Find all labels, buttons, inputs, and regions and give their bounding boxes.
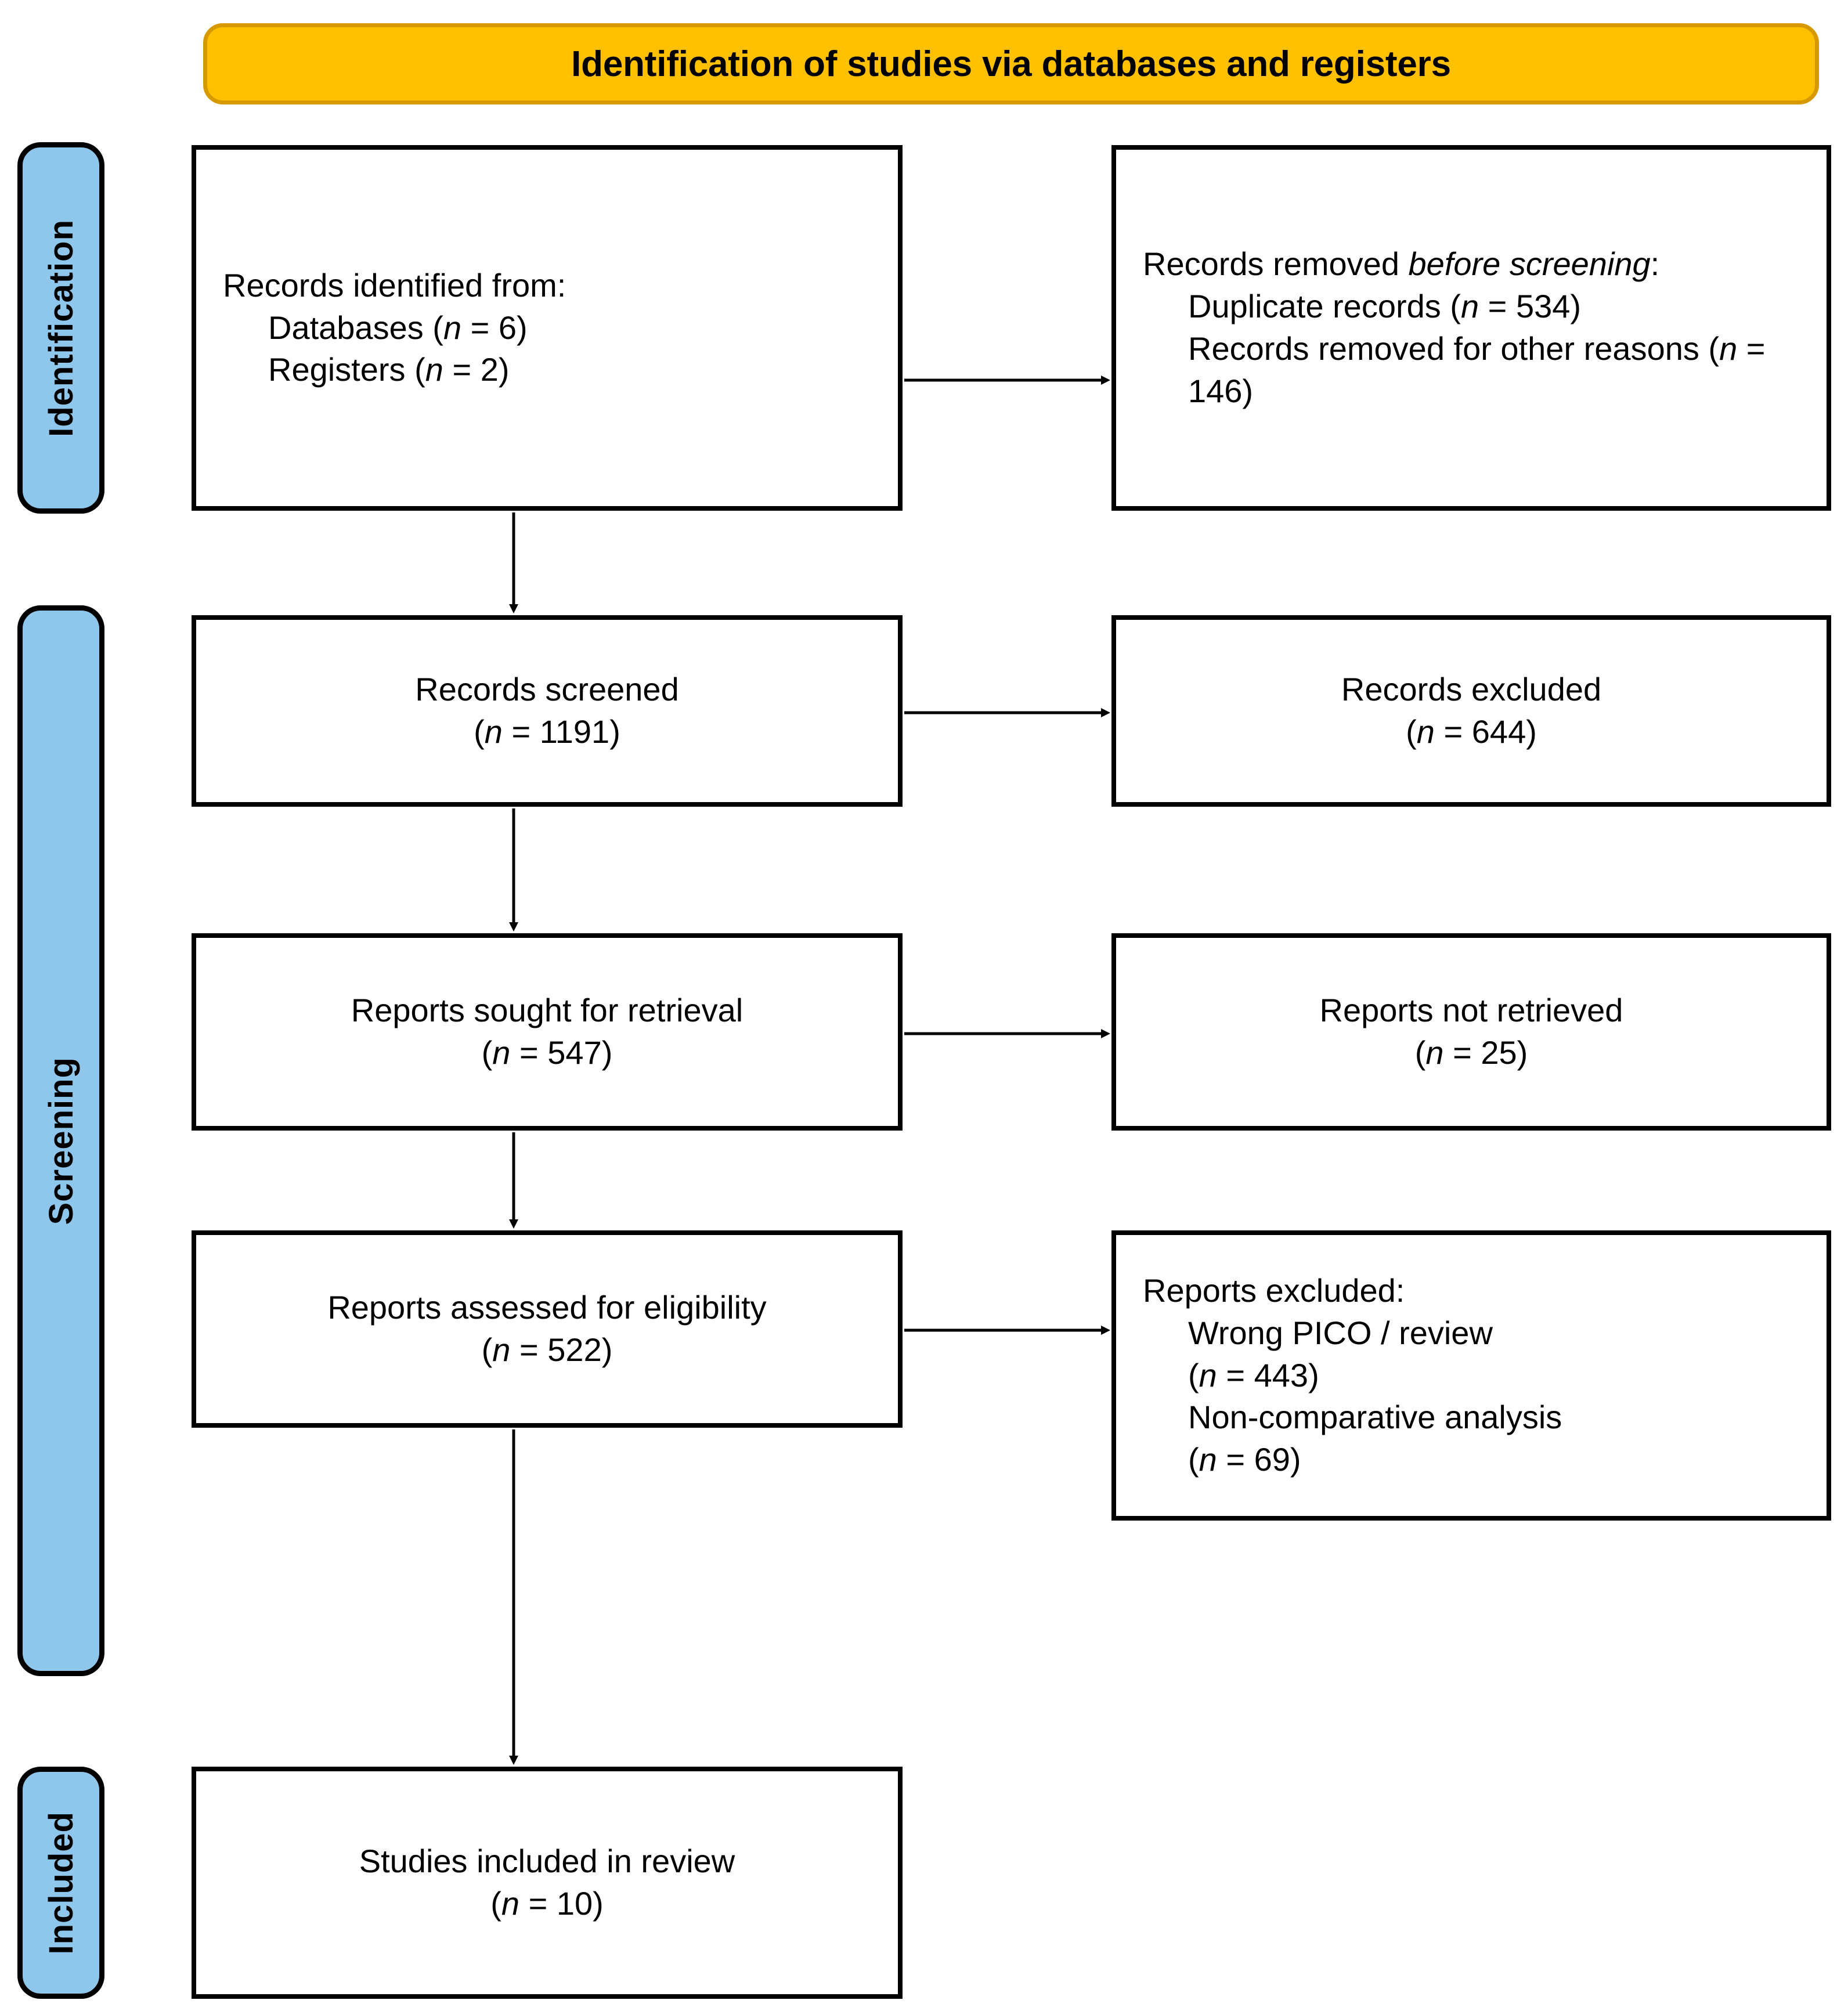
item-value: = 534) (1479, 288, 1582, 325)
count-value: = 69) (1217, 1441, 1301, 1478)
n-symbol: n (1416, 713, 1435, 750)
node-count: (n = 25) (1415, 1032, 1528, 1074)
node-heading: Reports excluded: (1143, 1272, 1405, 1309)
item-label: Registers ( (268, 351, 425, 388)
node-label: Records screened (415, 671, 679, 708)
node-item-non-comparative-count: (n = 69) (1143, 1439, 1301, 1481)
item-value: = 146) (1188, 330, 1766, 409)
node-reports-assessed-for-eligibility: Reports assessed for eligibility (n = 52… (192, 1230, 903, 1428)
count-value: = 1191) (502, 713, 620, 750)
heading-emphasis: before screening (1408, 245, 1651, 283)
n-symbol: n (443, 309, 462, 346)
paren-open: ( (481, 1331, 493, 1368)
node-count: (n = 10) (490, 1883, 604, 1925)
item-value: = 2) (443, 351, 510, 388)
node-reports-excluded: Reports excluded: Wrong PICO / review (n… (1111, 1230, 1831, 1521)
node-count: (n = 547) (482, 1032, 613, 1074)
node-item-registers: Registers (n = 2) (223, 349, 510, 391)
n-symbol: n (484, 713, 503, 750)
node-records-excluded: Records excluded (n = 644) (1111, 615, 1831, 807)
item-label: Databases ( (268, 309, 443, 346)
paren-open: ( (474, 713, 485, 750)
paren-open: ( (1406, 713, 1417, 750)
count-value: = 443) (1217, 1356, 1319, 1393)
node-label: Reports assessed for eligibility (327, 1289, 767, 1326)
n-symbol: n (1199, 1441, 1217, 1478)
count-value: = 522) (510, 1331, 613, 1368)
paren-open: ( (481, 1034, 493, 1071)
heading-prefix: Records removed (1143, 245, 1409, 283)
paren-open: ( (1188, 1441, 1199, 1478)
node-records-identified: Records identified from: Databases (n = … (192, 145, 903, 511)
node-heading: Records identified from: (223, 266, 566, 304)
node-reports-not-retrieved: Reports not retrieved (n = 25) (1111, 933, 1831, 1131)
n-symbol: n (1425, 1034, 1444, 1071)
node-count: (n = 644) (1406, 711, 1537, 753)
n-symbol: n (1719, 330, 1738, 367)
node-item-removed-other-reasons: Records removed for other reasons (n = 1… (1143, 328, 1813, 413)
diagram-banner: Identification of studies via databases … (203, 23, 1819, 104)
node-records-screened: Records screened (n = 1191) (192, 615, 903, 807)
node-records-removed-before-screening: Records removed before screening: Duplic… (1111, 145, 1831, 511)
n-symbol: n (492, 1331, 511, 1368)
item-label: Duplicate records ( (1188, 288, 1461, 325)
n-symbol: n (501, 1885, 520, 1922)
phase-tab-screening: Screening (17, 605, 104, 1676)
node-item-duplicate-records: Duplicate records (n = 534) (1143, 286, 1581, 328)
node-studies-included-in-review: Studies included in review (n = 10) (192, 1767, 903, 1999)
n-symbol: n (425, 351, 443, 388)
node-label: Records excluded (1341, 671, 1602, 708)
node-reports-sought-for-retrieval: Reports sought for retrieval (n = 547) (192, 933, 903, 1131)
count-value: = 644) (1434, 713, 1537, 750)
n-symbol: n (1460, 288, 1479, 325)
phase-label-screening: Screening (42, 1056, 80, 1225)
count-value: = 25) (1443, 1034, 1528, 1071)
node-label: Reports sought for retrieval (351, 992, 743, 1029)
node-count: (n = 1191) (474, 711, 620, 753)
node-item-non-comparative: Non-comparative analysis (1188, 1399, 1562, 1436)
node-item-wrong-pico-count: (n = 443) (1143, 1355, 1319, 1397)
phase-tab-included: Included (17, 1767, 104, 1999)
item-value: = 6) (461, 309, 528, 346)
phase-tab-identification: Identification (17, 142, 104, 514)
phase-label-included: Included (42, 1811, 80, 1955)
heading-suffix: : (1650, 245, 1660, 283)
banner-title: Identification of studies via databases … (571, 44, 1451, 84)
paren-open: ( (1414, 1034, 1426, 1071)
paren-open: ( (1188, 1356, 1199, 1393)
item-label: Records removed for other reasons ( (1188, 330, 1720, 367)
node-label: Studies included in review (359, 1843, 735, 1880)
node-heading: Records removed before screening: (1143, 243, 1659, 286)
node-label: Reports not retrieved (1319, 992, 1623, 1029)
count-value: = 547) (510, 1034, 613, 1071)
count-value: = 10) (519, 1885, 604, 1922)
phase-label-identification: Identification (42, 219, 80, 437)
node-item-databases: Databases (n = 6) (223, 307, 528, 349)
n-symbol: n (1199, 1356, 1217, 1393)
node-count: (n = 522) (482, 1329, 613, 1371)
paren-open: ( (490, 1885, 501, 1922)
node-item-wrong-pico: Wrong PICO / review (1188, 1314, 1493, 1351)
n-symbol: n (492, 1034, 511, 1071)
